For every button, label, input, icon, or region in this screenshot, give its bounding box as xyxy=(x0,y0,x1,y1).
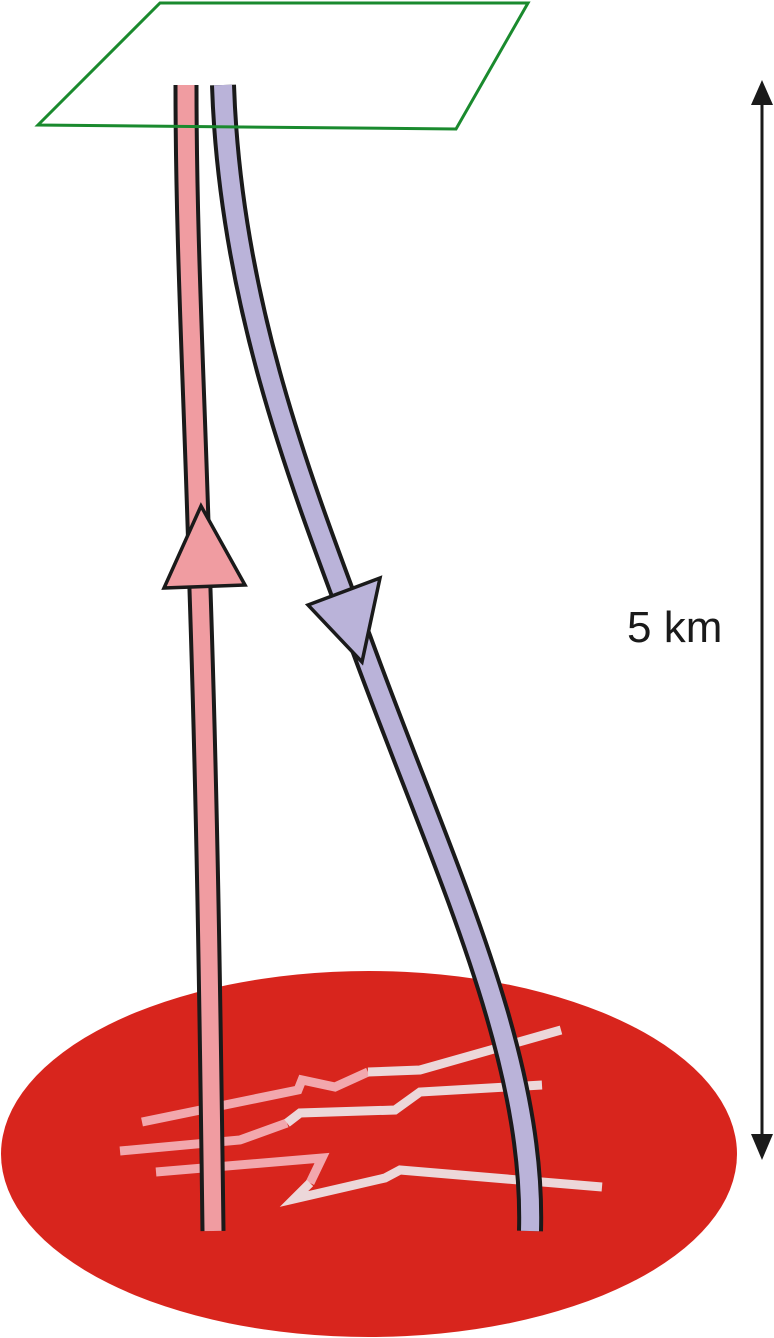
scale-bar-arrow-top-icon xyxy=(751,80,773,105)
fracture-bottom-right xyxy=(279,1165,603,1207)
surface-plane xyxy=(34,1,531,131)
reservoir-ellipse xyxy=(1,971,737,1337)
scale-bar: 5 km xyxy=(627,80,773,1160)
injection-well-arrow-down xyxy=(304,575,383,666)
production-well-arrow-up xyxy=(161,502,248,590)
scale-bar-label: 5 km xyxy=(627,603,722,652)
fracture-middle-left xyxy=(119,1118,289,1156)
production-well-fill xyxy=(177,84,222,1232)
fracture-middle-right xyxy=(284,1080,543,1127)
production-well xyxy=(161,84,248,1232)
scale-bar-arrow-bottom-icon xyxy=(751,1134,773,1160)
injection-well xyxy=(210,84,544,1232)
fracture-top-left xyxy=(141,1067,370,1127)
